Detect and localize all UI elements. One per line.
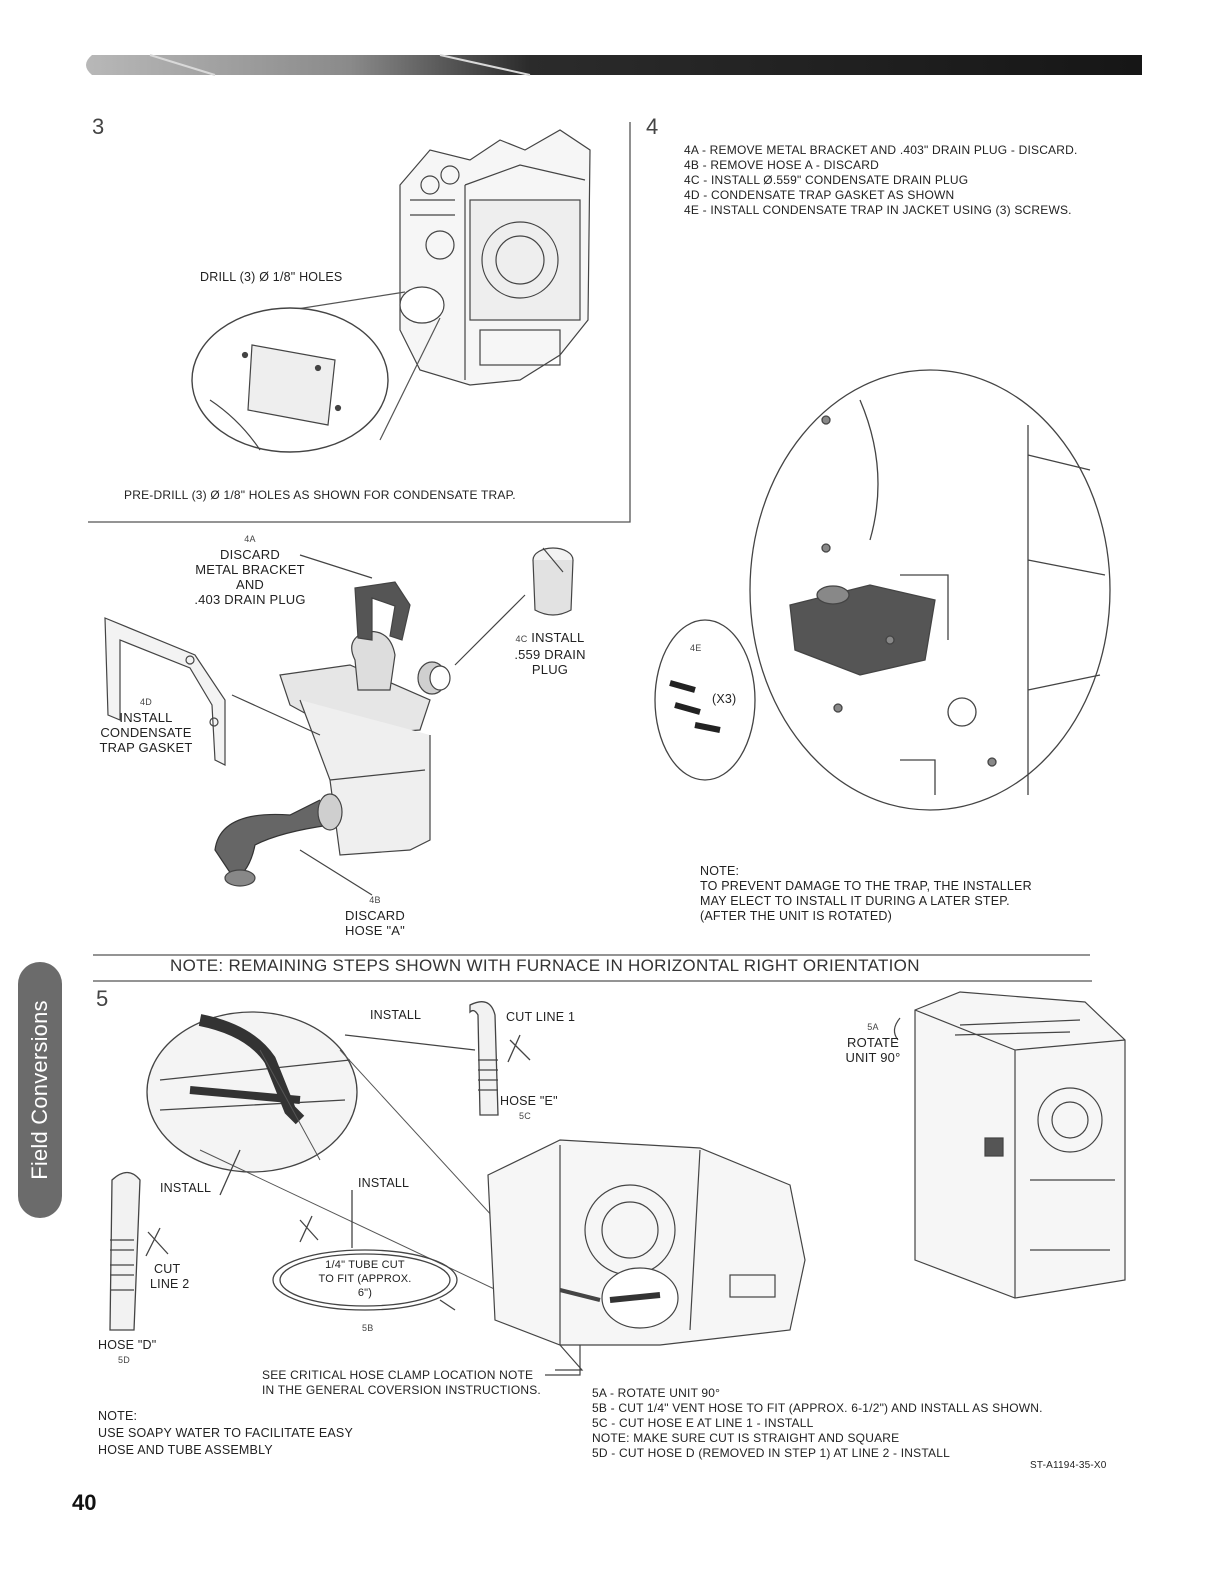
step4-instruction-c: 4c - INSTALL Ø.559" CONDENSATE DRAIN PLU… (684, 173, 969, 187)
header-bar (86, 54, 1142, 76)
step5-instruction-d: 5d - CUT HOSE D (REMOVED IN STEP 1) AT L… (592, 1446, 950, 1460)
step5-tube-tag: 5b (362, 1323, 374, 1333)
step4b-line1: DISCARD (345, 908, 405, 923)
section-tab (18, 962, 62, 1218)
step4a-line1: DISCARD (220, 547, 280, 562)
step5-install-top: INSTALL (370, 1008, 422, 1022)
step4-parts-drawing (104, 547, 574, 896)
step4c-line2: .559 DRAIN (514, 647, 586, 662)
step5-clamp-note: SEE CRITICAL HOSE CLAMP LOCATION NOTE IN… (262, 1368, 541, 1398)
step4d-callout: 4d INSTALL CONDENSATE TRAP GASKET (86, 695, 206, 755)
step5-instruction-c: 5c - CUT HOSE E AT LINE 1 - INSTALL (592, 1416, 814, 1430)
step5-hose-d-tag: 5d (118, 1355, 130, 1365)
step4-instruction-e: 4e - INSTALL CONDENSATE TRAP IN JACKET U… (684, 203, 1072, 217)
step4-magnified-panel (654, 369, 1111, 811)
step5-rotate-callout: 5a ROTATE UNIT 90° (838, 1020, 908, 1065)
step5-hose-e-drawing (344, 1001, 531, 1116)
step4a-tag: 4a (244, 534, 256, 544)
orientation-note: NOTE: REMAINING STEPS SHOWN WITH FURNACE… (170, 956, 920, 975)
step4c-line1: INSTALL (531, 630, 585, 645)
step4-note-line2: MAY ELECT TO INSTALL IT DURING A LATER S… (700, 894, 1010, 908)
section-dividers (88, 122, 1092, 982)
step5-soapy-note-line1: USE SOAPY WATER TO FACILITATE EASY (98, 1426, 354, 1440)
step4b-tag: 4b (369, 895, 381, 905)
step4a-callout: 4a DISCARD METAL BRACKET AND .403 DRAIN … (180, 532, 320, 607)
step5-tube-line1: 1/4" TUBE CUT (325, 1259, 405, 1271)
step5-tube-line2: TO FIT (APPROX. (318, 1273, 412, 1285)
step4e-tag: 4e (690, 643, 702, 653)
step5-instruction-b: 5b - CUT 1/4" VENT HOSE TO FIT (APPROX. … (592, 1401, 1043, 1415)
step4-instruction-a: 4a - REMOVE METAL BRACKET AND .403" DRAI… (684, 143, 1078, 157)
step4c-callout: 4c INSTALL .559 DRAIN PLUG (500, 630, 600, 677)
step3-drill-label: DRILL (3) Ø 1/8" HOLES (200, 270, 343, 284)
step4-instruction-d: 4d - CONDENSATE TRAP GASKET AS SHOWN (684, 188, 955, 202)
step5-hose-e-tag: 5c (519, 1111, 531, 1121)
step4-note-line3: (AFTER THE UNIT IS ROTATED) (700, 909, 892, 923)
step4c-line3: PLUG (531, 662, 569, 677)
step4a-line4: .403 DRAIN PLUG (194, 592, 306, 607)
step4-note: NOTE: TO PREVENT DAMAGE TO THE TRAP, THE… (700, 864, 1032, 924)
step4b-callout: 4b DISCARD HOSE "A" (325, 893, 425, 938)
step5-cut-line-2-line2: LINE 2 (150, 1277, 190, 1291)
section-tab-label: Field Conversions (27, 1000, 52, 1180)
step4b-line2: HOSE "A" (345, 923, 405, 938)
step5-hose-d-label: HOSE "D" (98, 1338, 157, 1352)
step5-magnified-panel (146, 1011, 561, 1321)
step4d-line2: CONDENSATE (100, 725, 192, 740)
step4-note-line1: TO PREVENT DAMAGE TO THE TRAP, THE INSTA… (700, 879, 1032, 893)
step5-instructions: 5a - ROTATE UNIT 90° 5b - CUT 1/4" VENT … (592, 1386, 1043, 1461)
step5-hose-d-drawing (109, 1149, 241, 1331)
step3-predrill-caption: PRE-DRILL (3) Ø 1/8" HOLES AS SHOWN FOR … (124, 488, 516, 502)
step5-instruction-note: NOTE: MAKE SURE CUT IS STRAIGHT AND SQUA… (592, 1431, 900, 1445)
step5-install-left: INSTALL (160, 1181, 212, 1195)
step5-rotated-furnace-drawing (893, 991, 1126, 1299)
clamp-note-leader (545, 1345, 581, 1376)
page-number: 40 (72, 1490, 97, 1515)
step5-rotate-tag: 5a (867, 1022, 879, 1032)
step4a-line3: AND (235, 577, 265, 592)
step5-soapy-note-heading: NOTE: (98, 1409, 138, 1423)
step5-cut-line-2-callout: CUT LINE 2 (150, 1262, 189, 1292)
drawing-code: ST-A1194-35-X0 (1030, 1460, 1107, 1471)
step4d-tag: 4d (140, 697, 152, 707)
step5-tube-line3: 6") (357, 1287, 373, 1299)
step3-furnace-drawing (399, 129, 591, 386)
step5-hose-e-label: HOSE "E" (500, 1094, 558, 1108)
step5-cut-line-2-line1: CUT (154, 1262, 181, 1276)
step3-magnified-panel (191, 286, 445, 453)
step4a-line2: METAL BRACKET (195, 562, 305, 577)
step5-furnace-drawing (487, 1139, 806, 1371)
step4-instruction-b: 4b - REMOVE HOSE A - DISCARD (684, 158, 879, 172)
step4e-screws-label: (X3) (712, 692, 737, 706)
step5-clamp-note-line1: SEE CRITICAL HOSE CLAMP LOCATION NOTE (262, 1368, 534, 1382)
step5-number: 5 (96, 986, 109, 1011)
step5-clamp-note-line2: IN THE GENERAL COVERSION INSTRUCTIONS. (262, 1383, 541, 1397)
step5-vent-tube-drawing (272, 1190, 458, 1311)
step4-number: 4 (646, 114, 659, 139)
step4c-tag: 4c (515, 634, 528, 644)
step5-soapy-note: NOTE: USE SOAPY WATER TO FACILITATE EASY… (98, 1408, 353, 1459)
step3-number: 3 (92, 114, 105, 139)
step5-soapy-note-line2: HOSE AND TUBE ASSEMBLY (98, 1443, 273, 1457)
step5-install-mid: INSTALL (358, 1176, 410, 1190)
step5-hose-e-callout: HOSE "E" 5c (500, 1094, 558, 1124)
step4-note-heading: NOTE: (700, 864, 740, 878)
step5-rotate-line1: ROTATE (847, 1035, 899, 1050)
step4d-line1: INSTALL (119, 710, 173, 725)
step5-cut-line-1: CUT LINE 1 (506, 1010, 576, 1024)
step5-hose-d-callout: HOSE "D" 5d (98, 1338, 156, 1368)
step4-instructions: 4a - REMOVE METAL BRACKET AND .403" DRAI… (684, 143, 1078, 218)
step5-rotate-line2: UNIT 90° (845, 1050, 901, 1065)
step5-tube-callout: 1/4" TUBE CUT TO FIT (APPROX. 6") (300, 1258, 430, 1300)
step5-instruction-a: 5a - ROTATE UNIT 90° (592, 1386, 721, 1400)
step4d-line3: TRAP GASKET (99, 740, 193, 755)
